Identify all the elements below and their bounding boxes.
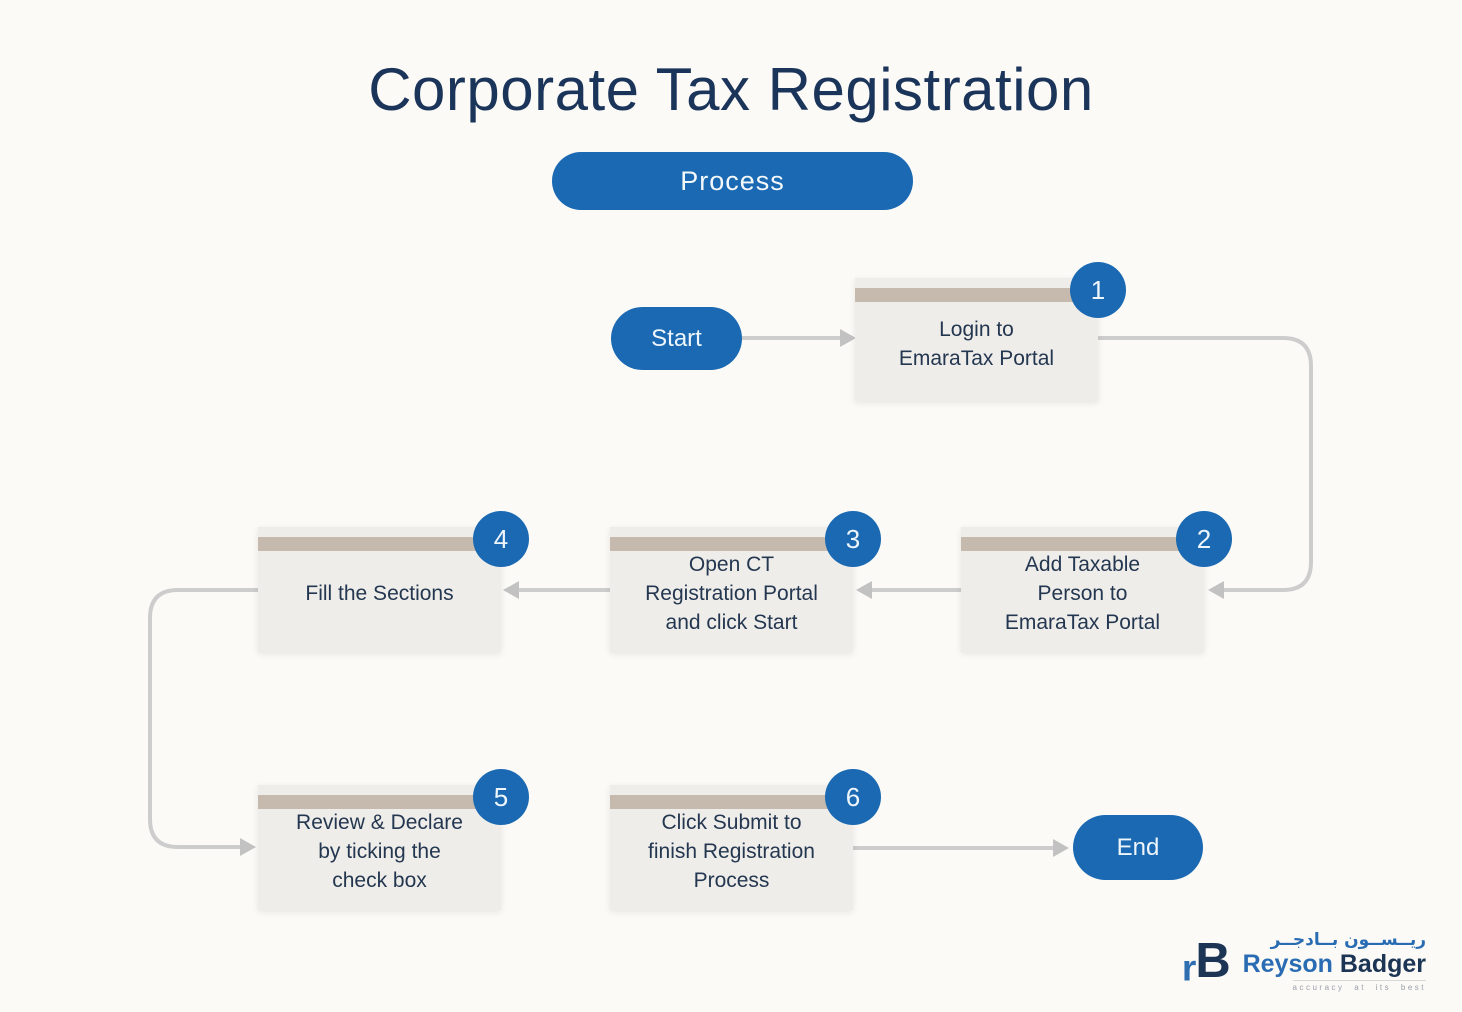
brand-name-arabic: ريــســون بــادجــر	[1270, 930, 1426, 950]
brand-text-block: ريــســون بــادجــر Reyson Badger accura…	[1243, 931, 1426, 992]
step-box-6: 6 Click Submit to finish Registration Pr…	[610, 769, 881, 910]
arrowhead-left-icon	[503, 581, 519, 599]
brand-logo: B r ريــســون بــادجــر Reyson Badger ac…	[1181, 931, 1426, 992]
step-number-badge: 6	[825, 769, 881, 825]
step-number-badge: 1	[1070, 262, 1126, 318]
step-number: 6	[845, 781, 861, 812]
svg-text:r: r	[1181, 946, 1195, 988]
step-box-2: 2 Add Taxable Person to EmaraTax Portal	[961, 511, 1232, 652]
step-number: 4	[493, 523, 509, 554]
box-header-bar	[258, 537, 501, 551]
brand-name-latin: Reyson Badger	[1243, 950, 1426, 979]
arrowhead-left-icon	[1208, 581, 1224, 599]
arrowhead-right-icon	[840, 329, 856, 347]
step-label: Login to EmaraTax Portal	[898, 317, 1055, 370]
step-label: Fill the Sections	[305, 582, 454, 606]
page-title: Corporate Tax Registration	[368, 56, 1094, 123]
step-label: Review & Declare by ticking the check bo…	[296, 811, 463, 892]
step-box-1: 1 Login to EmaraTax Portal	[855, 262, 1126, 401]
step-label: Click Submit to finish Registration Proc…	[648, 811, 815, 892]
start-node-label: Start	[651, 324, 702, 352]
step-box-5: 5 Review & Declare by ticking the check …	[258, 769, 529, 910]
box-header-bar	[610, 537, 853, 551]
box-header-bar	[961, 537, 1204, 551]
arrowhead-right-icon	[1053, 839, 1069, 857]
svg-text:B: B	[1195, 934, 1230, 988]
step-number-badge: 4	[473, 511, 529, 567]
end-node: End	[1073, 815, 1203, 880]
reyson-badger-monogram-icon: B r	[1181, 934, 1230, 988]
brand-tagline: accuracy at its best	[1292, 980, 1426, 992]
brand-name-second: Badger	[1339, 949, 1426, 978]
step-number-badge: 3	[825, 511, 881, 567]
step-box-4: 4 Fill the Sections	[258, 511, 529, 652]
start-node: Start	[611, 307, 742, 370]
brand-name-first: Reyson	[1242, 949, 1333, 978]
step-number-badge: 2	[1176, 511, 1232, 567]
step-label: Open CT Registration Portal and click St…	[645, 553, 818, 634]
step-number-badge: 5	[473, 769, 529, 825]
box-header-bar	[258, 795, 501, 809]
step-label: Add Taxable Person to EmaraTax Portal	[1004, 553, 1161, 634]
step-number: 2	[1196, 523, 1212, 554]
box-header-bar	[610, 795, 853, 809]
connector-step4-to-step5	[148, 588, 258, 849]
box-header-bar	[855, 288, 1098, 302]
step-box-3: 3 Open CT Registration Portal and click …	[610, 511, 881, 652]
step-number: 5	[493, 781, 509, 812]
connector-step1-to-step2	[1098, 336, 1313, 592]
arrowhead-left-icon	[856, 581, 872, 599]
end-node-label: End	[1116, 833, 1160, 861]
step-number: 1	[1090, 274, 1106, 305]
arrowhead-right-icon	[240, 838, 256, 856]
process-badge-label: Process	[680, 165, 785, 196]
process-badge: Process	[552, 152, 913, 210]
step-number: 3	[845, 523, 861, 554]
